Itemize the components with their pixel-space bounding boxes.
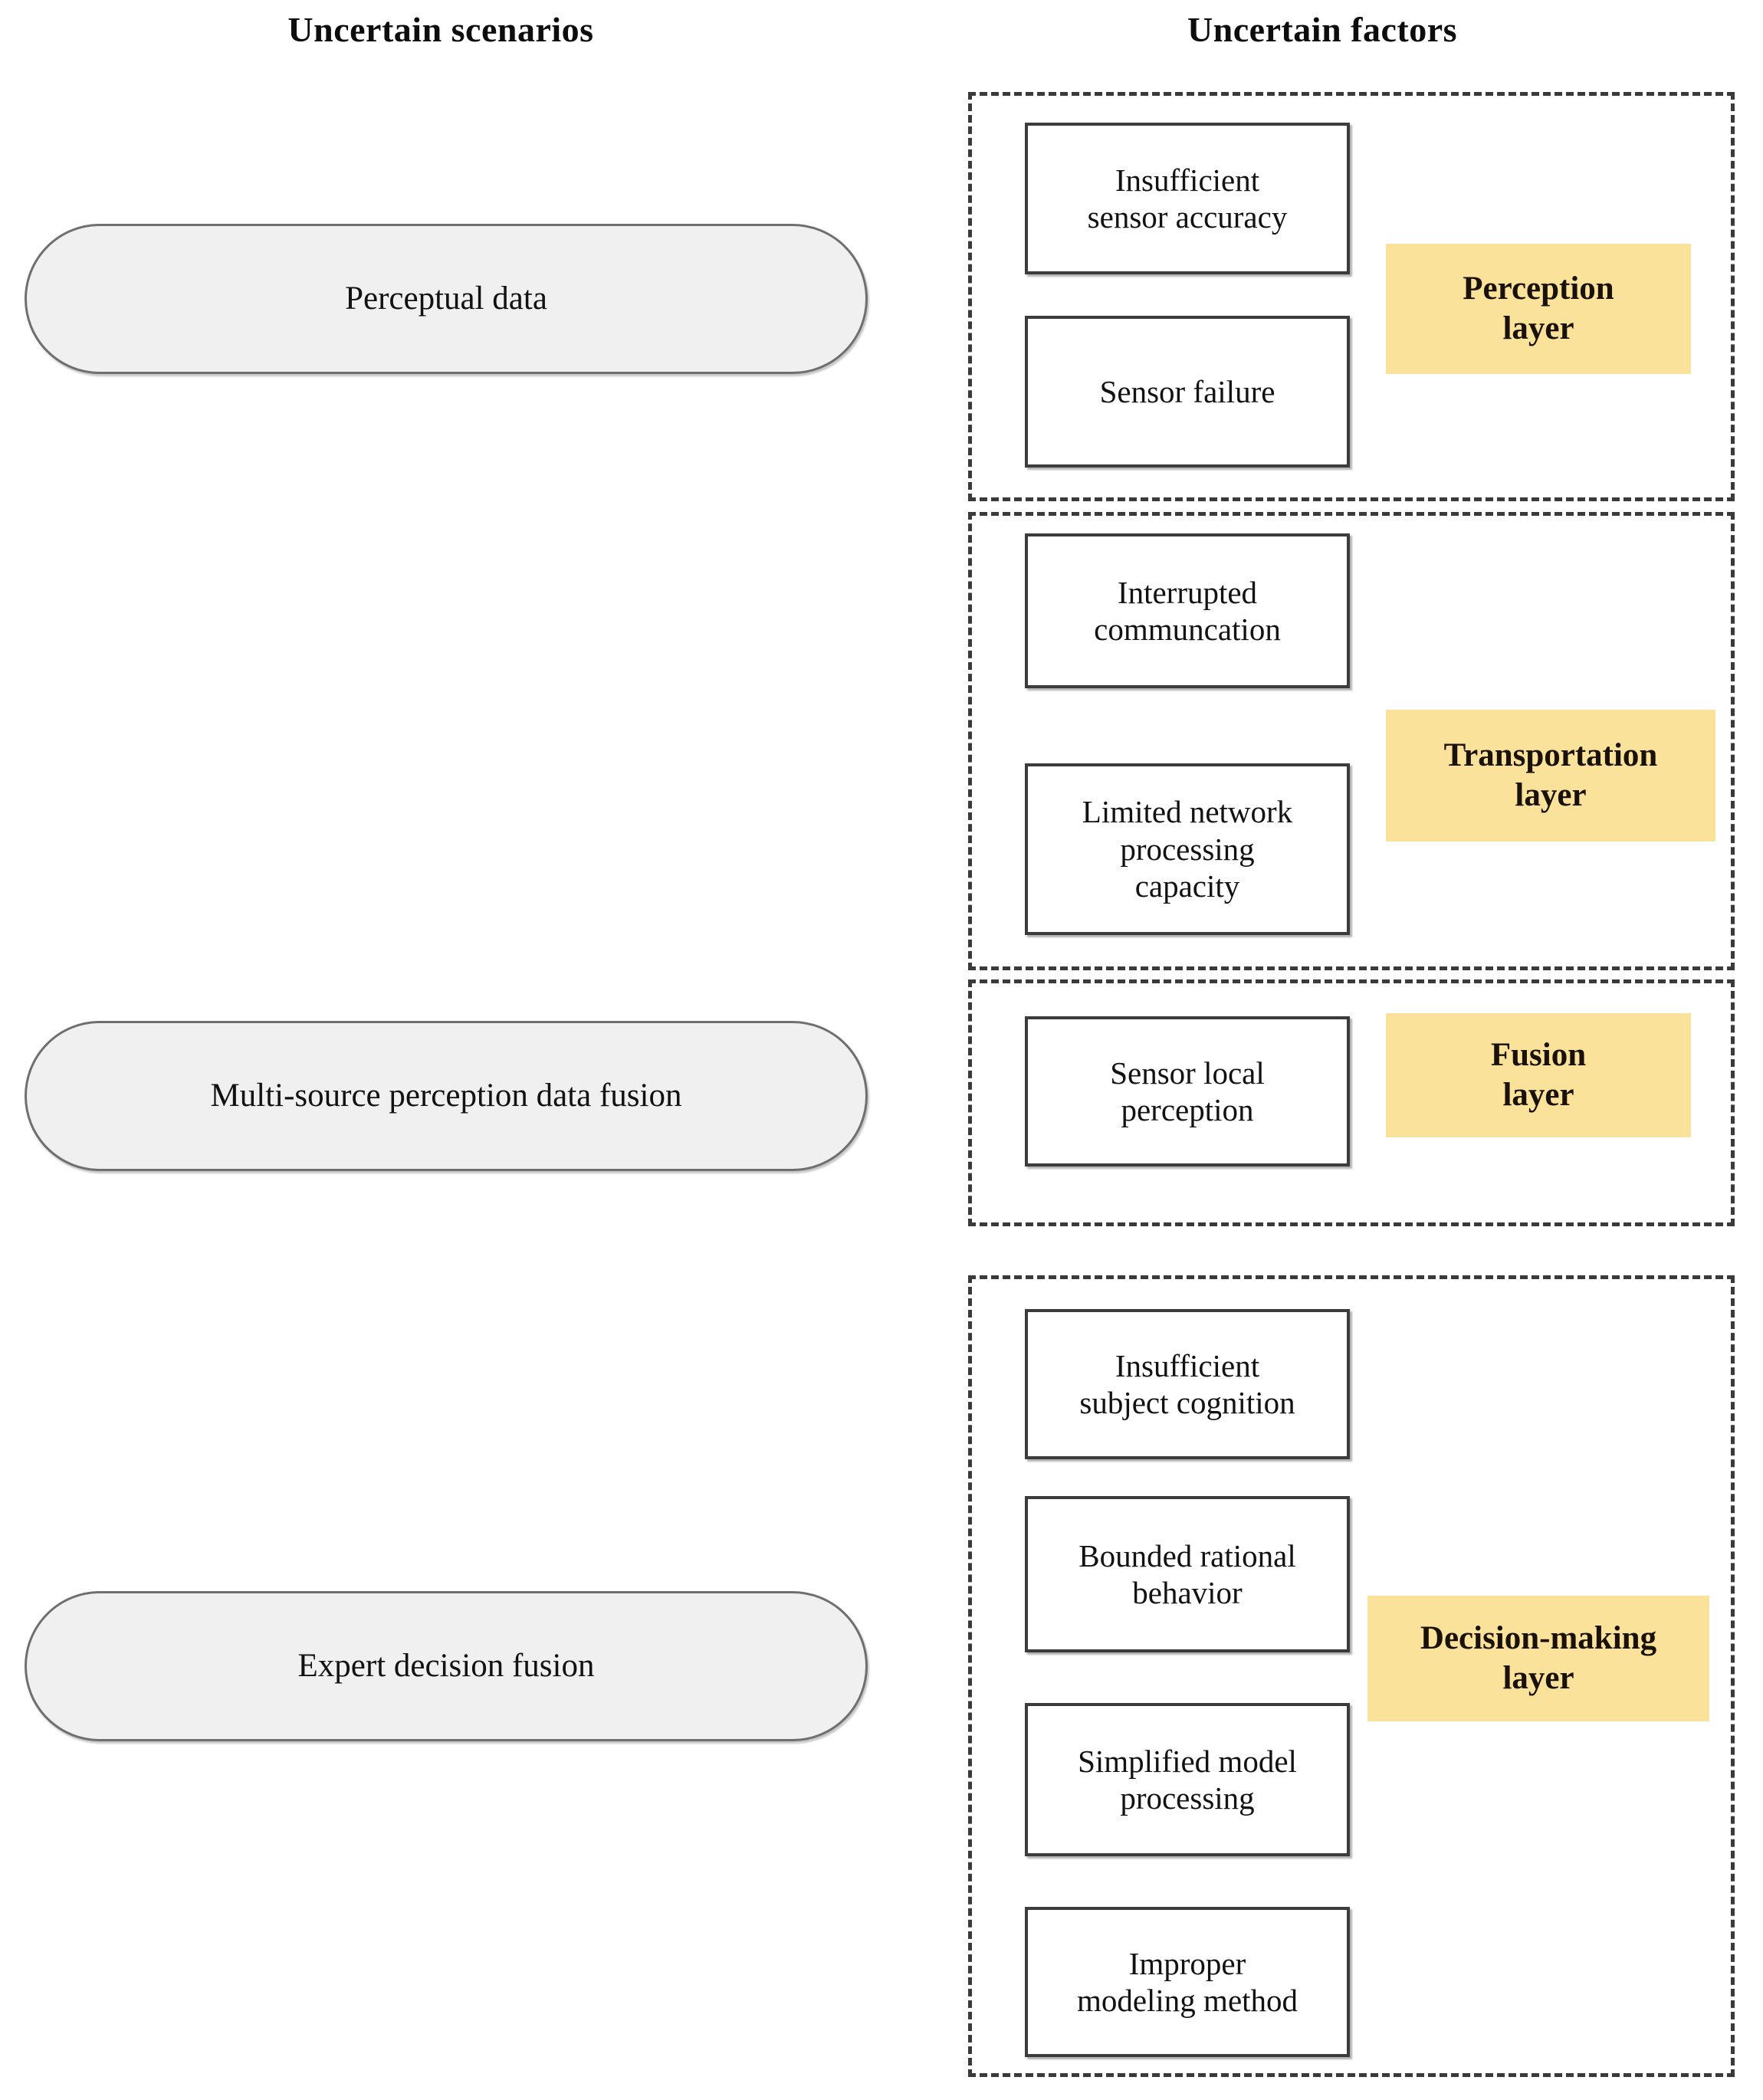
layer-group-fusion <box>968 979 1735 1226</box>
factor-line-1: Improper <box>1128 1945 1246 1981</box>
factor-box-label: Limited network processing capacity <box>1075 793 1300 904</box>
scenario-pill-label: Perceptual data <box>345 281 547 317</box>
factor-box-simplified-model-processing[interactable]: Simplified model processing <box>1025 1703 1350 1856</box>
scenario-pill-perceptual-data[interactable]: Perceptual data <box>25 224 868 374</box>
factor-box-interrupted-communcation[interactable]: Interrupted communcation <box>1025 533 1350 688</box>
factor-line-1: Insufficient <box>1115 162 1260 198</box>
factor-line-2: modeling method <box>1076 1983 1298 2018</box>
layer-tag-decision-making: Decision-making layer <box>1367 1596 1709 1721</box>
factor-box-label: Interrupted communcation <box>1086 574 1289 648</box>
layer-tag-line-2: layer <box>1515 777 1587 813</box>
factor-box-label: Sensor local perception <box>1102 1055 1272 1129</box>
layer-group-perception <box>968 92 1735 501</box>
layer-tag-perception: Perception layer <box>1386 244 1691 374</box>
column-title-uncertain-scenarios: Uncertain scenarios <box>287 10 594 49</box>
factor-line-1: Bounded rational <box>1078 1537 1296 1573</box>
layer-tag-line-2: layer <box>1502 310 1574 346</box>
factor-box-limited-network-processing-capacity[interactable]: Limited network processing capacity <box>1025 763 1350 935</box>
layer-tag-line-1: Perception <box>1463 270 1614 307</box>
factor-box-insufficient-sensor-accuracy[interactable]: Insufficient sensor accuracy <box>1025 123 1350 274</box>
layer-tag-line-2: layer <box>1502 1077 1574 1113</box>
layer-tag-label: Fusion layer <box>1485 1035 1592 1116</box>
factor-box-label: Sensor failure <box>1092 373 1283 410</box>
scenario-pill-multi-source-perception-data-fusion[interactable]: Multi-source perception data fusion <box>25 1021 868 1171</box>
layer-tag-label: Decision-making layer <box>1414 1619 1663 1699</box>
layer-tag-line-1: Transportation <box>1443 737 1658 773</box>
factor-box-improper-modeling-method[interactable]: Improper modeling method <box>1025 1907 1350 2057</box>
factor-line-1: Simplified model <box>1078 1743 1297 1779</box>
layer-tag-fusion: Fusion layer <box>1386 1013 1691 1137</box>
layer-group-transportation <box>968 512 1735 970</box>
factor-box-sensor-local-perception[interactable]: Sensor local perception <box>1025 1016 1350 1166</box>
factor-line-1: Sensor failure <box>1099 373 1275 409</box>
factor-box-sensor-failure[interactable]: Sensor failure <box>1025 316 1350 468</box>
factor-line-3: capacity <box>1134 868 1240 904</box>
layer-tag-line-1: Decision-making <box>1420 1619 1657 1656</box>
factor-line-2: perception <box>1121 1092 1254 1127</box>
layer-tag-line-2: layer <box>1502 1660 1574 1696</box>
factor-box-label: Simplified model processing <box>1070 1743 1305 1817</box>
factor-line-1: Insufficient <box>1115 1347 1260 1383</box>
factor-line-2: processing <box>1120 1780 1255 1816</box>
factor-line-1: Limited network <box>1082 794 1293 830</box>
layer-tag-line-1: Fusion <box>1490 1036 1587 1073</box>
factor-line-1: Interrupted <box>1117 574 1258 610</box>
scenario-pill-label: Multi-source perception data fusion <box>210 1078 682 1114</box>
factor-box-bounded-rational-behavior[interactable]: Bounded rational behavior <box>1025 1496 1350 1652</box>
factor-line-2: subject cognition <box>1079 1385 1295 1420</box>
layer-group-decision-making <box>968 1275 1735 2077</box>
factor-line-2: behavior <box>1132 1575 1243 1610</box>
factor-line-2: sensor accuracy <box>1087 199 1288 235</box>
column-title-uncertain-factors: Uncertain factors <box>1187 10 1458 49</box>
factor-box-label: Improper modeling method <box>1069 1945 1305 2020</box>
scenario-pill-label: Expert decision fusion <box>297 1648 595 1685</box>
scenario-pill-expert-decision-fusion[interactable]: Expert decision fusion <box>25 1591 868 1741</box>
layer-tag-transportation: Transportation layer <box>1386 710 1715 842</box>
factor-line-2: communcation <box>1094 612 1281 647</box>
factor-box-label: Insufficient subject cognition <box>1072 1347 1302 1422</box>
layer-tag-label: Transportation layer <box>1438 736 1664 816</box>
factor-box-insufficient-subject-cognition[interactable]: Insufficient subject cognition <box>1025 1309 1350 1459</box>
factor-line-1: Sensor local <box>1110 1055 1265 1091</box>
factor-line-2: processing <box>1120 831 1255 867</box>
factor-box-label: Insufficient sensor accuracy <box>1080 162 1295 236</box>
layer-tag-label: Perception layer <box>1456 269 1620 349</box>
factor-box-label: Bounded rational behavior <box>1071 1537 1304 1612</box>
